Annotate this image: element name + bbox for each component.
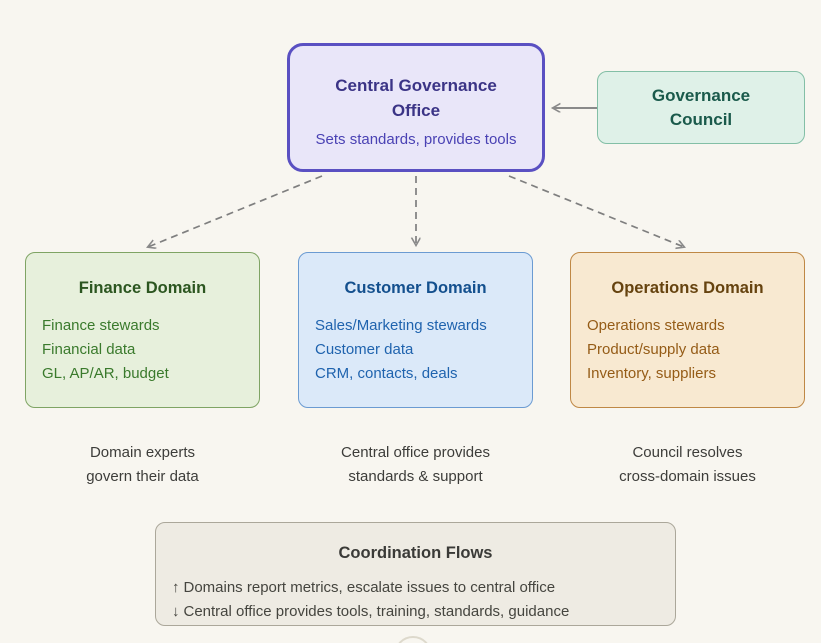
arrow-central-to-operations [508, 175, 684, 247]
operations-domain-node: Operations Domain Operations stewards Pr… [570, 252, 805, 408]
finance-caption: Domain experts govern their data [86, 444, 199, 485]
central-office-title: Central Governance Office [335, 76, 497, 120]
operations-domain-line: Product/supply data [587, 341, 720, 358]
central-governance-office-node: Central Governance Office Sets standards… [287, 43, 545, 172]
customer-domain-line: CRM, contacts, deals [315, 365, 458, 382]
customer-domain-line: Sales/Marketing stewards [315, 317, 487, 334]
central-office-subtitle: Sets standards, provides tools [315, 131, 517, 148]
coordination-flows-node: Coordination Flows ↑Domains report metri… [155, 522, 676, 626]
finance-domain-line: Finance stewards [42, 317, 160, 334]
finance-domain-title: Finance Domain [78, 279, 207, 297]
bottom-edge-arc [394, 636, 432, 643]
customer-domain-node: Customer Domain Sales/Marketing stewards… [298, 252, 533, 408]
coordination-flows-title: Coordination Flows [338, 544, 493, 562]
coordination-flow-up: ↑Domains report metrics, escalate issues… [172, 579, 556, 596]
up-arrow-icon: ↑ [172, 579, 180, 596]
council-title: Governance Council [651, 85, 751, 129]
finance-domain-node: Finance Domain Finance stewards Financia… [25, 252, 260, 408]
finance-domain-line: Financial data [42, 341, 136, 358]
down-arrow-icon: ↓ [172, 603, 180, 620]
operations-domain-line: Inventory, suppliers [587, 365, 716, 382]
operations-caption: Council resolves cross-domain issues [619, 444, 756, 485]
operations-domain-line: Operations stewards [587, 317, 725, 334]
coordination-flow-down: ↓Central office provides tools, training… [172, 603, 570, 620]
operations-domain-title: Operations Domain [611, 279, 764, 297]
customer-domain-line: Customer data [315, 341, 414, 358]
arrow-central-to-finance [148, 175, 323, 247]
finance-domain-line: GL, AP/AR, budget [42, 365, 169, 382]
customer-domain-title: Customer Domain [344, 279, 487, 297]
customer-caption: Central office provides standards & supp… [341, 444, 490, 485]
governance-council-node: Governance Council [597, 71, 805, 144]
